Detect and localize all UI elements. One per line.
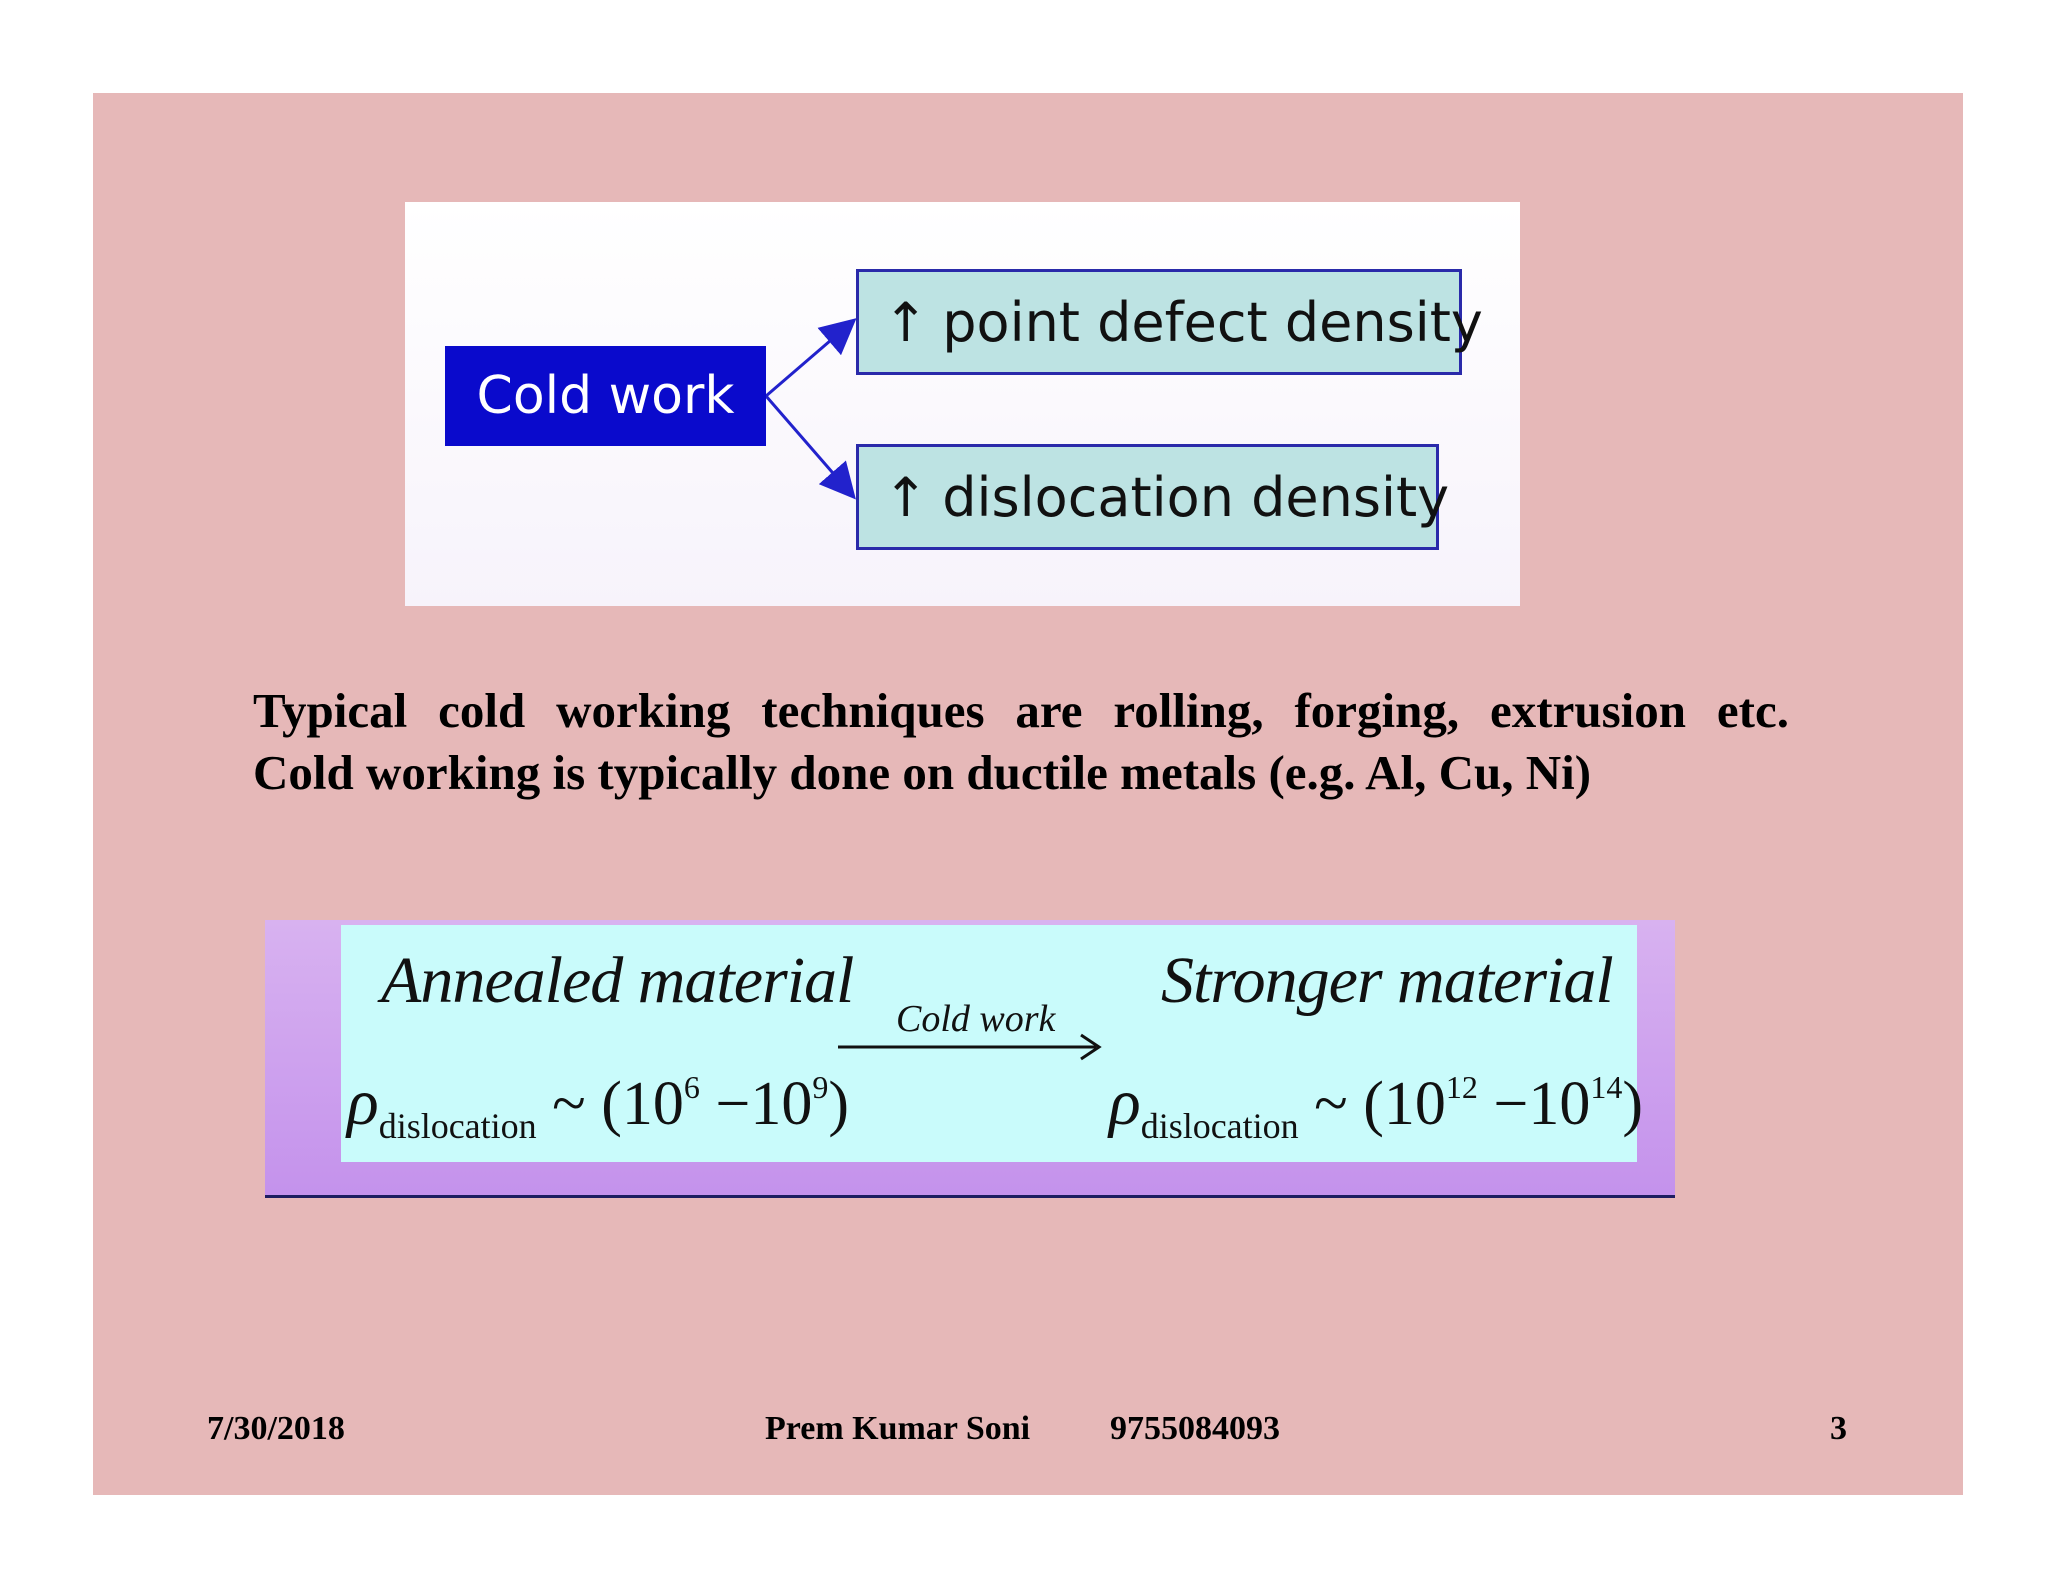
expr-suffix: ) bbox=[1622, 1070, 1643, 1138]
rho-subscript: dislocation bbox=[1140, 1106, 1299, 1146]
footer-date: 7/30/2018 bbox=[207, 1410, 345, 1447]
annealed-density-expression: ρdislocation ~ (106 −109) bbox=[347, 1065, 849, 1147]
point-defect-label: point defect density bbox=[942, 290, 1483, 354]
formula-panel: Annealed material Stronger material Cold… bbox=[265, 920, 1675, 1198]
stronger-density-expression: ρdislocation ~ (1012 −1014) bbox=[1109, 1065, 1643, 1147]
body-line-1: Typical cold working techniques are roll… bbox=[253, 683, 1789, 738]
body-paragraph: Typical cold working techniques are roll… bbox=[253, 680, 1789, 804]
up-arrow-icon: ↑ bbox=[883, 465, 929, 529]
point-defect-box: ↑ point defect density bbox=[856, 269, 1483, 375]
formula-content: Annealed material Stronger material Cold… bbox=[341, 925, 1643, 1162]
expr-prefix: ~ (10 bbox=[1314, 1070, 1446, 1138]
cold-work-label: Cold work bbox=[476, 366, 735, 426]
rho-symbol: ρ bbox=[1109, 1066, 1141, 1139]
cold-work-process-label: Cold work bbox=[896, 998, 1056, 1040]
expr-exponent-2: 9 bbox=[812, 1069, 829, 1105]
cold-work-diagram: Cold work ↑ point defect density ↑ dislo… bbox=[405, 202, 1520, 606]
footer-page-number: 3 bbox=[1830, 1410, 1847, 1447]
arrow-to-point-defect bbox=[765, 318, 857, 398]
arrow-to-dislocation bbox=[764, 395, 856, 500]
dislocation-box: ↑ dislocation density bbox=[856, 444, 1449, 550]
branch-arrows bbox=[764, 318, 857, 500]
annealed-title: Annealed material bbox=[381, 944, 854, 1017]
body-line-2: Cold working is typically done on ductil… bbox=[253, 745, 1592, 800]
footer-phone: 9755084093 bbox=[1110, 1410, 1280, 1447]
expr-exponent-1: 6 bbox=[683, 1069, 700, 1105]
stronger-title: Stronger material bbox=[1161, 944, 1614, 1017]
expr-exponent-1: 12 bbox=[1445, 1069, 1478, 1105]
rho-symbol: ρ bbox=[347, 1066, 379, 1139]
footer-author: Prem Kumar Soni bbox=[765, 1410, 1031, 1447]
expr-middle: −10 bbox=[699, 1070, 813, 1138]
process-arrow bbox=[838, 1033, 1102, 1061]
up-arrow-icon: ↑ bbox=[883, 290, 929, 354]
expr-prefix: ~ (10 bbox=[552, 1070, 684, 1138]
dislocation-label: dislocation density bbox=[942, 465, 1450, 529]
rho-subscript: dislocation bbox=[378, 1106, 537, 1146]
expr-suffix: ) bbox=[828, 1070, 849, 1138]
cold-work-box: Cold work bbox=[445, 346, 766, 446]
expr-middle: −10 bbox=[1477, 1070, 1591, 1138]
expr-exponent-2: 14 bbox=[1590, 1069, 1623, 1105]
